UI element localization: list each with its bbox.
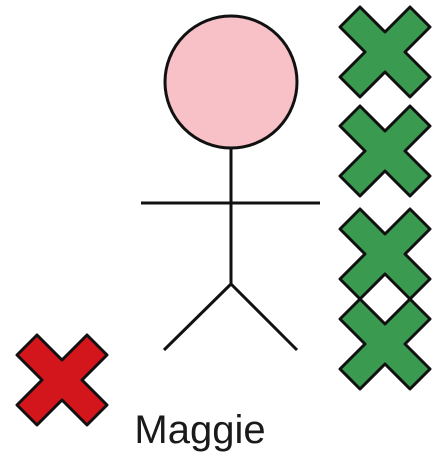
green-marks [338, 5, 432, 391]
figure-head [163, 14, 299, 150]
figure-right-leg [229, 282, 299, 352]
green-x-mark-icon [338, 297, 432, 391]
figure-name-label: Maggie [134, 408, 266, 452]
figure-left-leg [162, 282, 233, 352]
green-x-mark-icon [338, 5, 432, 99]
stick-figure [141, 14, 320, 352]
green-x-mark-icon [338, 104, 432, 198]
green-x-mark-icon [338, 207, 432, 301]
